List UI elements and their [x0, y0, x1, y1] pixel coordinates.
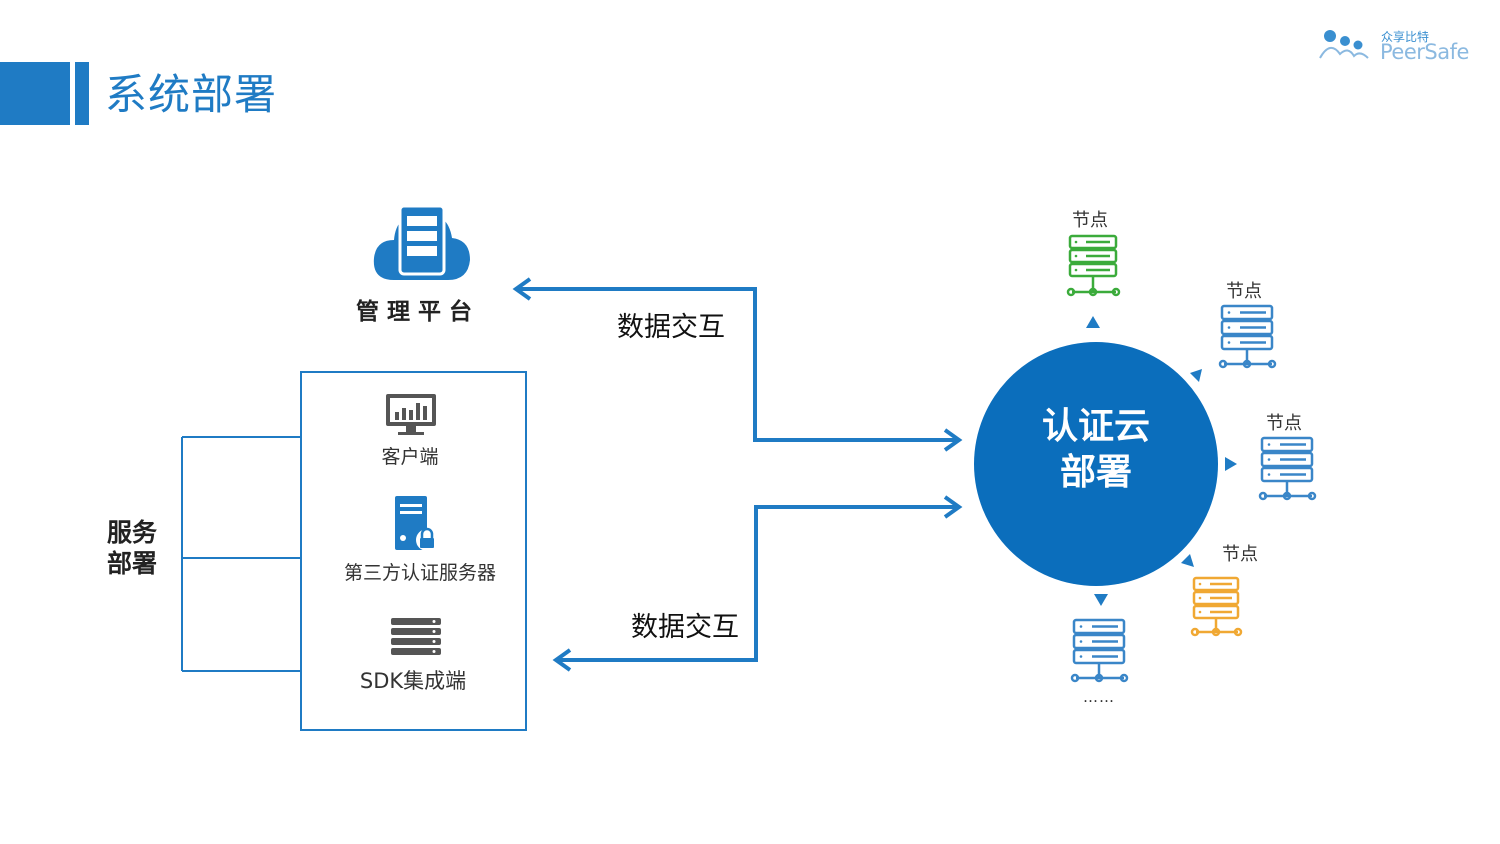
node-server-blue-icon: [1070, 618, 1129, 683]
client-label: 客户端: [381, 446, 439, 468]
monitor-chart-icon: [386, 394, 436, 435]
header-accent-bar: [0, 62, 70, 125]
node-server-orange-icon: [1190, 576, 1243, 637]
logo-text-cn: 众享比特: [1381, 30, 1430, 44]
sdk-label: SDK集成端: [359, 669, 467, 693]
server-rack-icon: [391, 618, 441, 655]
service-deployment-label: 服务部署: [107, 518, 158, 578]
server-lock-icon: [395, 496, 438, 551]
auth-cloud-title: 认证云部署: [974, 404, 1218, 496]
management-platform-label: 管理平台: [356, 299, 480, 325]
more-nodes-ellipsis: ……: [1083, 688, 1115, 706]
data-exchange-label-lower: 数据交互: [631, 612, 739, 643]
node-label-right: 节点: [1266, 413, 1302, 434]
data-exchange-label-upper: 数据交互: [617, 312, 725, 343]
cloud-server-icon: [373, 204, 470, 280]
node-label-top: 节点: [1072, 210, 1108, 231]
node-server-blue-icon: [1218, 304, 1277, 369]
auth-cloud-circle: [974, 342, 1218, 586]
node-server-green-icon: [1066, 234, 1121, 297]
node-server-blue-icon: [1258, 436, 1317, 501]
logo-text-en: PeerSafe: [1380, 40, 1469, 64]
auth-cloud-title-text: 认证云部署: [1041, 406, 1150, 493]
node-label-lower-right: 节点: [1222, 544, 1258, 565]
page-title: 系统部署: [105, 70, 278, 119]
header-accent-stripe: [75, 62, 89, 125]
peersafe-logo-icon: [1319, 30, 1369, 59]
node-label-upper-right: 节点: [1226, 281, 1262, 302]
auth-server-label: 第三方认证服务器: [343, 562, 496, 584]
